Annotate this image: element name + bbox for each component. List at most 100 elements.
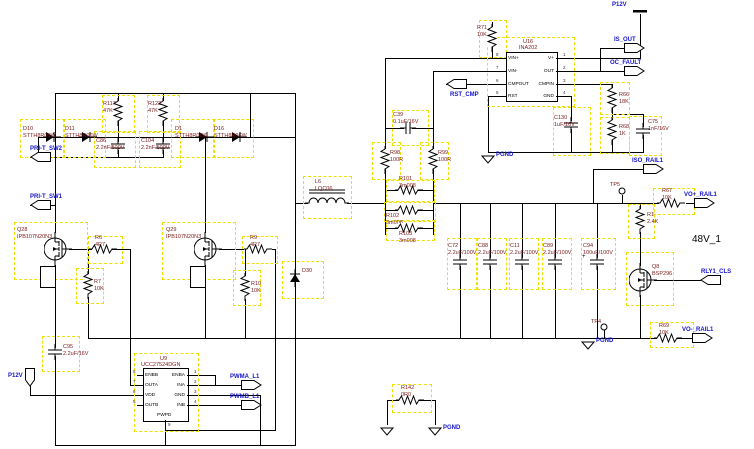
pin-name: ENBA: [171, 373, 185, 378]
power-port-P12V[interactable]: [25, 368, 35, 387]
pin-name: VIN-: [508, 69, 518, 74]
component-C94[interactable]: [589, 254, 605, 270]
component-R6[interactable]: [89, 243, 117, 255]
value-text: 2.2nF/500V: [141, 144, 170, 151]
component-D16[interactable]: [229, 130, 247, 144]
component-R7[interactable]: [82, 271, 94, 299]
pin-number: 7: [496, 65, 499, 70]
component-R71[interactable]: [486, 24, 498, 52]
capacitor-glyph: [482, 254, 498, 270]
component-R103[interactable]: [395, 222, 423, 234]
power-bar-P12V[interactable]: [633, 10, 647, 14]
wire: [556, 58, 641, 59]
port-label-RLY1_CLS: RLY1_CLS: [701, 269, 732, 275]
pin-stub: [137, 405, 143, 406]
component-L6[interactable]: [305, 187, 349, 207]
wire: [275, 249, 276, 431]
designator-text: R10: [251, 281, 262, 287]
wire: [88, 338, 206, 339]
pin-number: 6: [496, 78, 499, 83]
wire: [245, 249, 246, 276]
component-C88[interactable]: [482, 254, 498, 270]
port-PRI-T_SW1[interactable]: [30, 200, 51, 210]
value-text: 10K: [477, 31, 487, 38]
component-D30[interactable]: [288, 269, 302, 287]
value-text: 2.2uF/100V: [543, 249, 572, 256]
component-C95[interactable]: [47, 344, 63, 360]
component-D11[interactable]: [79, 130, 97, 144]
component-C104[interactable]: [155, 138, 171, 154]
component-R98[interactable]: [379, 146, 391, 174]
component-C11[interactable]: [514, 254, 530, 270]
component-R1[interactable]: [634, 206, 646, 234]
component-R99[interactable]: [427, 146, 439, 174]
component-C86[interactable]: [110, 138, 126, 154]
component-R10[interactable]: [239, 273, 251, 301]
component-R67[interactable]: [657, 197, 685, 209]
ground-symbol[interactable]: [581, 341, 595, 350]
port-PWMB_L1[interactable]: [241, 400, 262, 410]
port-ISO_RAIL1[interactable]: [643, 164, 664, 174]
component-D10[interactable]: [43, 130, 61, 144]
component-R117[interactable]: [112, 98, 124, 126]
wire: [490, 203, 491, 339]
component-R9[interactable]: [244, 243, 272, 255]
wire: [165, 430, 276, 431]
wire: [555, 203, 556, 339]
port-RST_CMP[interactable]: [446, 79, 467, 89]
pin-stub: [187, 375, 193, 376]
component-R142[interactable]: [396, 394, 424, 406]
component-R69[interactable]: [654, 332, 682, 344]
ground-symbol[interactable]: [481, 155, 495, 164]
wire: [522, 203, 523, 339]
component-TP4[interactable]: [599, 323, 609, 333]
pin-number: 4: [194, 399, 197, 404]
component-C89[interactable]: [547, 254, 563, 270]
value-text: 3m008: [386, 219, 403, 226]
capacitor-glyph: [452, 254, 468, 270]
pin-name: PWPD: [157, 413, 172, 418]
component-R102[interactable]: [395, 204, 423, 216]
designator-text: C94: [583, 243, 594, 249]
resistor-glyph: [486, 24, 498, 52]
component-TP5[interactable]: [617, 187, 627, 197]
component-Q8[interactable]: [629, 263, 657, 297]
component-C75[interactable]: [635, 123, 651, 139]
pin-number: 5: [133, 399, 136, 404]
component-C130[interactable]: [563, 117, 579, 133]
component-C72[interactable]: [452, 254, 468, 270]
capacitor-glyph: [514, 254, 530, 270]
port-PRI-T_SW2[interactable]: [30, 152, 51, 162]
wire: [260, 395, 261, 446]
port-label-PGND: PGND: [496, 152, 514, 158]
component-C39[interactable]: [400, 121, 416, 135]
component-R122[interactable]: [157, 98, 169, 126]
pin-stub: [556, 96, 562, 97]
diode-glyph: [229, 132, 247, 142]
port-PWMA_L1[interactable]: [241, 380, 262, 390]
designator-text: TP5: [610, 182, 621, 188]
ground-symbol[interactable]: [380, 427, 394, 436]
component-R68[interactable]: [606, 117, 618, 145]
port-VO+_RAIL1[interactable]: [694, 198, 715, 208]
component-R101[interactable]: [395, 184, 423, 196]
port-IS_OUT[interactable]: [624, 43, 645, 53]
port-label-PWMB_L1: PWMB_L1: [230, 394, 260, 400]
component-D1[interactable]: [196, 130, 214, 144]
ground-symbol[interactable]: [428, 427, 442, 436]
port-RLY1_CLS[interactable]: [700, 275, 721, 285]
port-OC_FAULT[interactable]: [624, 66, 645, 76]
component-Q28[interactable]: [44, 232, 72, 266]
port-VO-_RAIL1[interactable]: [692, 333, 713, 343]
resistor-glyph: [82, 271, 94, 299]
wire: [556, 84, 613, 85]
ic-U16[interactable]: [506, 52, 558, 102]
wire: [205, 137, 206, 233]
component-Q29[interactable]: [194, 232, 222, 266]
component-R66[interactable]: [606, 85, 618, 113]
